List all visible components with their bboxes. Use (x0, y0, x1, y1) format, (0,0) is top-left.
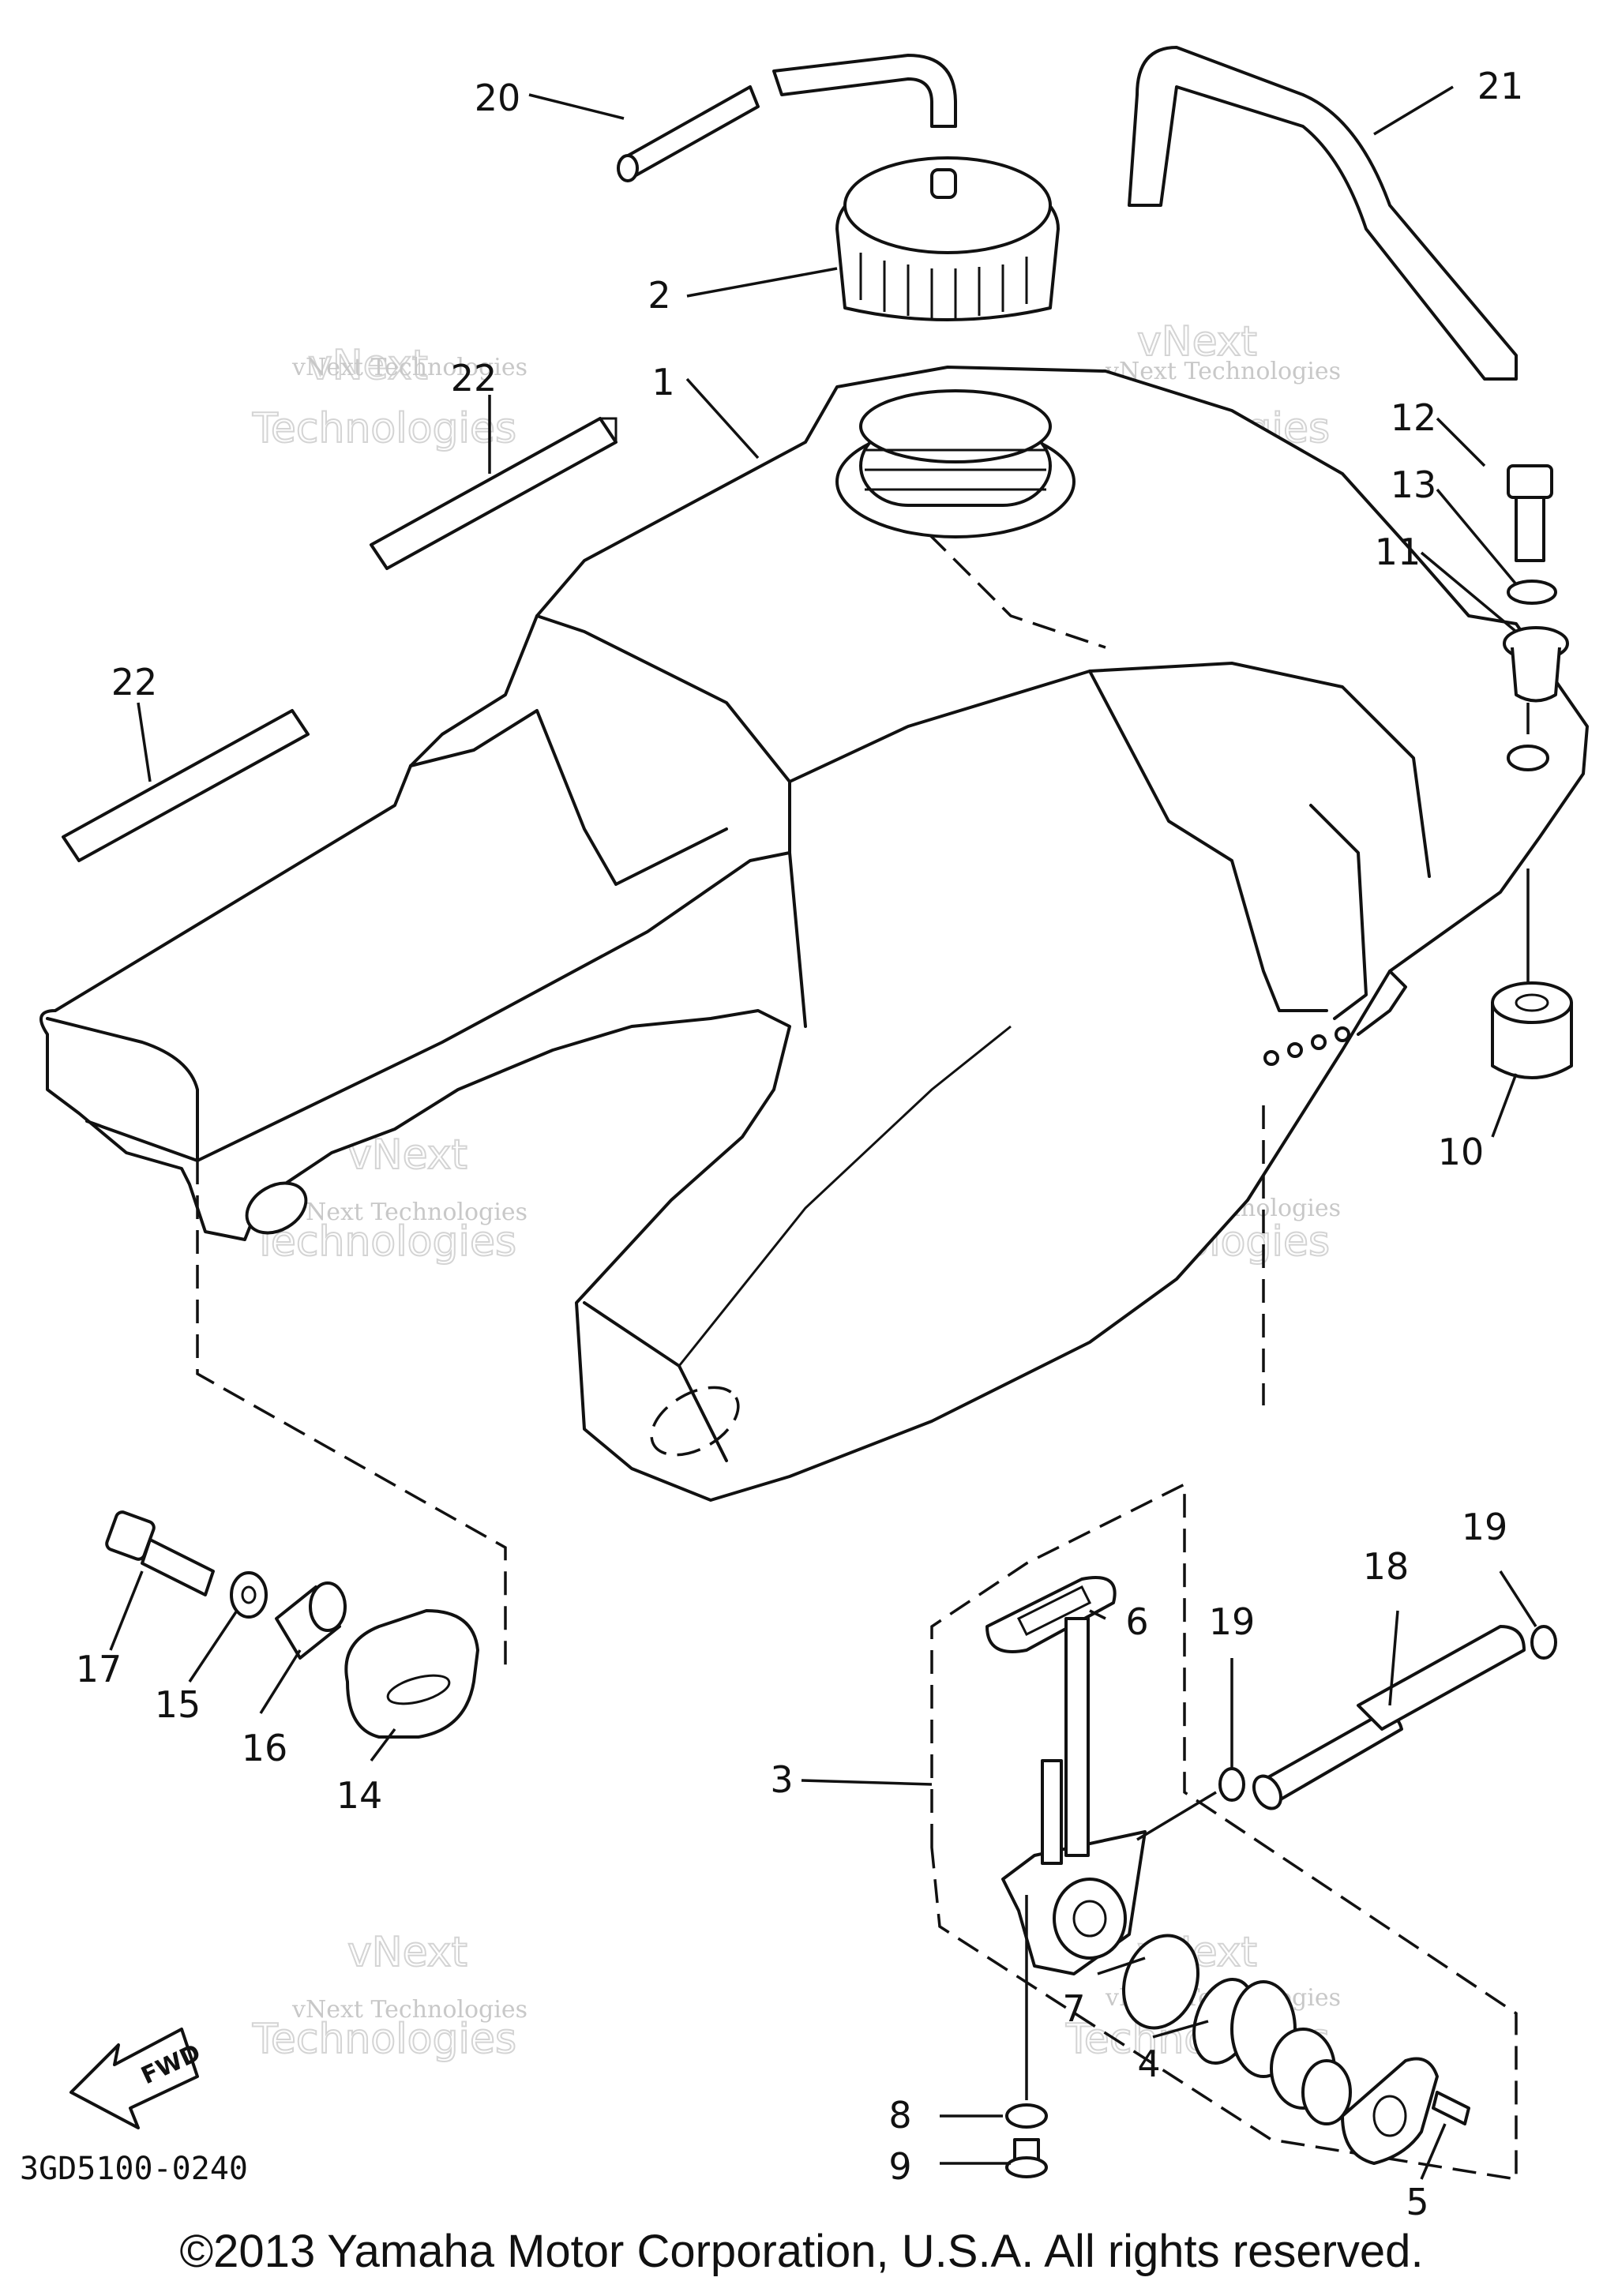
callout-3: 3 (770, 1758, 793, 1801)
callout-4: 4 (1137, 2043, 1160, 2085)
fuel-cock-assembly (930, 1482, 1518, 2182)
svg-text:vNext Technologies: vNext Technologies (291, 1199, 527, 1226)
washer-8 (1005, 2103, 1048, 2129)
grommet-10 (1491, 981, 1573, 1079)
callout-20: 20 (475, 77, 521, 119)
callout-22b: 22 (111, 661, 158, 703)
callout-16: 16 (242, 1727, 288, 1769)
callout-11: 11 (1375, 531, 1421, 573)
watermark: vNext Technologies vNext Technologies (251, 1928, 527, 2064)
grommet-14 (344, 1609, 479, 1739)
callout-9: 9 (888, 2145, 911, 2188)
callout-22a: 22 (451, 357, 497, 400)
fuel-cock (1001, 1617, 1217, 1975)
bolt-12 (1507, 464, 1553, 562)
callout-7: 7 (1062, 1987, 1085, 2030)
watermark: vNext Technologies vNext Technologies (251, 341, 527, 453)
svg-text:vNext: vNext (347, 1929, 467, 1976)
callout-12: 12 (1391, 396, 1437, 439)
clip-19b (1530, 1625, 1557, 1660)
clip-19a (1218, 1767, 1245, 1802)
callout-8: 8 (888, 2094, 911, 2137)
svg-text:Technologies: Technologies (252, 2016, 516, 2063)
svg-text:Technologies: Technologies (252, 405, 516, 452)
callout-10: 10 (1438, 1131, 1485, 1173)
foam-strip-upper (370, 417, 618, 570)
breather-hose (617, 54, 957, 182)
svg-text:vNext: vNext (1137, 318, 1257, 366)
callout-15: 15 (155, 1683, 201, 1726)
tank-strap (1128, 46, 1518, 381)
callout-19b: 19 (1462, 1506, 1508, 1548)
svg-text:vNext Technologies: vNext Technologies (291, 1996, 527, 2024)
callout-5: 5 (1406, 2181, 1428, 2223)
svg-text:Technologies: Technologies (252, 1218, 516, 1266)
collar-16 (275, 1581, 347, 1660)
callout-2: 2 (648, 274, 670, 317)
washer-15 (230, 1571, 268, 1619)
callout-13: 13 (1391, 463, 1437, 506)
collar-11 (1503, 626, 1569, 703)
callout-1: 1 (651, 361, 674, 403)
svg-text:vNext Technologies: vNext Technologies (291, 354, 527, 381)
svg-text:vNext: vNext (308, 342, 428, 389)
drain-bolt-9 (1005, 2138, 1048, 2178)
foam-strip-lower (62, 709, 310, 862)
fwd-arrow-icon: FWD (69, 2028, 205, 2129)
fuel-cap (835, 156, 1060, 321)
gasket-6 (985, 1576, 1117, 1653)
callout-labels: 20 2 1 21 22 22 12 13 11 10 17 15 16 14 … (76, 65, 1524, 2223)
copyright-notice: ©2013 Yamaha Motor Corporation, U.S.A. A… (179, 2226, 1424, 2277)
diagram-code: 3GD5100-0240 (20, 2151, 248, 2187)
bolt-17 (105, 1510, 215, 1596)
leader-lines (109, 85, 1537, 2180)
washer-13 (1507, 580, 1557, 605)
fuel-tank (39, 366, 1589, 1674)
callout-18: 18 (1363, 1545, 1410, 1588)
callout-21: 21 (1477, 65, 1524, 107)
plate-5 (1341, 2057, 1470, 2165)
callout-19a: 19 (1209, 1600, 1256, 1643)
svg-text:vNext Technologies: vNext Technologies (1105, 358, 1341, 385)
lever-cover (1230, 1980, 1352, 2125)
callout-6: 6 (1125, 1600, 1148, 1643)
fuel-hose-18 (1252, 1625, 1526, 1810)
callout-17: 17 (76, 1648, 122, 1690)
callout-14: 14 (336, 1774, 383, 1817)
